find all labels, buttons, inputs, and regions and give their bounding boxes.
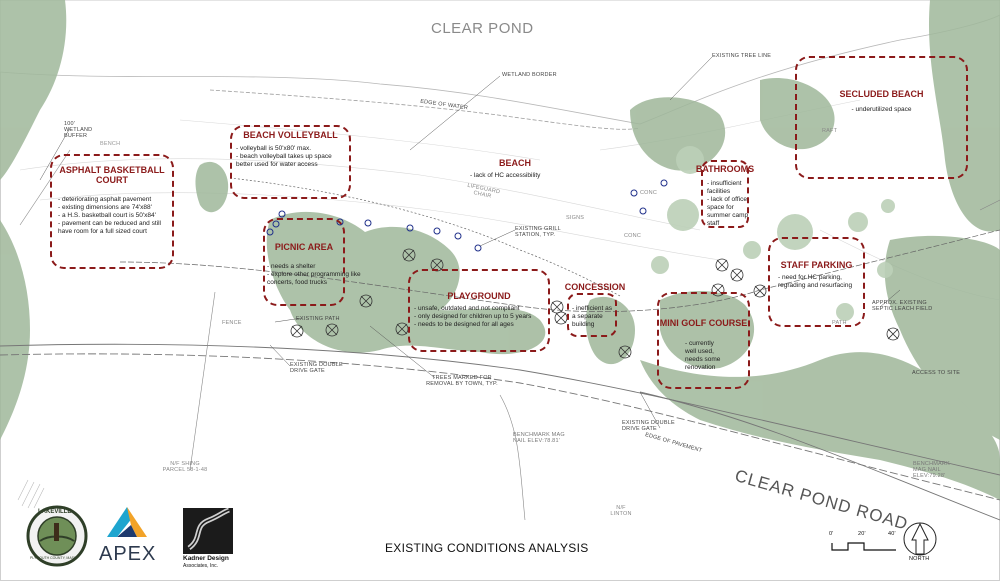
double-gate-label-2: EXISTING DOUBLE DRIVE GATE	[622, 420, 675, 432]
apex-mark-icon	[103, 503, 157, 541]
raft-label: RAFT	[822, 128, 838, 134]
seal-bottom-text: PLYMOUTH COUNTY, MASS.	[30, 556, 78, 560]
wetland-border-label: WETLAND BORDER	[502, 72, 557, 78]
trees-marked-label: TREES MARKED FOR REMOVAL BY TOWN, TYP.	[426, 375, 498, 387]
signs-label: SIGNS	[566, 215, 585, 221]
scale-zero: 0'	[829, 531, 834, 537]
zone-notes-bathrooms: - insufficient facilities - lack of offi…	[707, 180, 749, 227]
path-label: PATH	[832, 320, 847, 326]
zone-staff-parking	[768, 237, 865, 327]
zone-notes-concession: - inefficient as a separate building	[572, 305, 612, 328]
lakeville-seal-logo	[26, 505, 88, 567]
septic-label: APPROX. EXISTING SEPTIC LEACH FIELD	[872, 300, 933, 312]
zone-notes-minigolf: - currently well used, needs some renova…	[685, 340, 721, 371]
zone-picnic	[263, 218, 345, 306]
zone-notes-volleyball: - volleyball is 50'x80' max. - beach vol…	[236, 145, 332, 168]
pond-label: CLEAR POND	[431, 20, 534, 37]
zone-basketball	[50, 154, 174, 269]
tree-line-label: EXISTING TREE LINE	[712, 53, 772, 59]
apex-wordmark: APEX	[99, 543, 157, 565]
zone-title-bathrooms: BATHROOMS	[695, 164, 755, 174]
benchmark-label-2: BENCHMARK MAG NAIL ELEV:79.28'	[913, 461, 950, 479]
scale-end: 40'	[888, 531, 896, 537]
zone-volleyball	[230, 125, 351, 199]
zone-playground	[408, 269, 550, 352]
existing-path-label: EXISTING PATH	[296, 316, 340, 322]
nf-linton-label: N/F LINTON	[610, 505, 632, 517]
seal-top-text: LAKEVILLE	[38, 509, 72, 515]
zone-concession	[567, 293, 617, 337]
kadner-line2: Associates, Inc.	[183, 563, 219, 569]
zone-bathrooms	[701, 160, 749, 228]
zone-title-picnic: PICNIC AREA	[274, 242, 334, 252]
zone-secluded-beach	[795, 56, 968, 179]
zone-title-secluded-beach: SECLUDED BEACH	[839, 89, 924, 99]
wetland-buffer-label: 100' WETLAND BUFFER	[64, 121, 93, 139]
benchmark-label-1: BENCHMARK MAG NAIL ELEV:78.81'	[513, 432, 565, 444]
bench-label: BENCH	[100, 141, 121, 147]
zone-title-staff-parking: STAFF PARKING	[780, 260, 853, 270]
fence-label: FENCE	[222, 320, 242, 326]
sheet-title: EXISTING CONDITIONS ANALYSIS	[385, 541, 589, 555]
access-label: ACCESS TO SITE	[912, 370, 961, 376]
zone-notes-playground: - unsafe, outdated and not compliant - o…	[414, 305, 532, 328]
scale-mid: 20'	[858, 531, 866, 537]
double-gate-label-1: EXISTING DOUBLE DRIVE GATE	[290, 362, 343, 374]
north-label: NORTH	[909, 556, 930, 562]
zone-title-volleyball: BEACH VOLLEYBALL	[243, 130, 338, 140]
kadner-logo-icon	[183, 507, 233, 554]
zone-title-minigolf: MINI GOLF COURSE	[659, 318, 748, 328]
zone-notes-beach: - lack of HC accessibility	[470, 172, 541, 179]
zone-notes-staff-parking: - need for HC parking, regrading and res…	[778, 274, 853, 289]
zone-notes-basketball: - deteriorating asphalt pavement - exist…	[58, 196, 161, 235]
conc-label-1: CONC	[640, 190, 657, 196]
zone-minigolf	[657, 292, 750, 389]
zone-title-playground: PLAYGROUND	[447, 291, 511, 301]
kadner-line1: Kadner Design	[183, 555, 229, 562]
zone-title-basketball: ASPHALT BASKETBALL COURT	[59, 165, 165, 185]
conc-label-2: CONC	[624, 233, 641, 239]
zone-title-concession: CONCESSION	[564, 282, 626, 292]
grill-station-label: EXISTING GRILL STATION, TYP.	[515, 226, 561, 238]
zone-notes-picnic: - needs a shelter - explore other progra…	[267, 263, 361, 286]
zone-title-beach: BEACH	[498, 158, 531, 168]
zone-notes-secluded-beach: - underutilized space	[851, 106, 912, 113]
parcel-label: N/F SHING PARCEL 58-1-48	[162, 461, 208, 473]
